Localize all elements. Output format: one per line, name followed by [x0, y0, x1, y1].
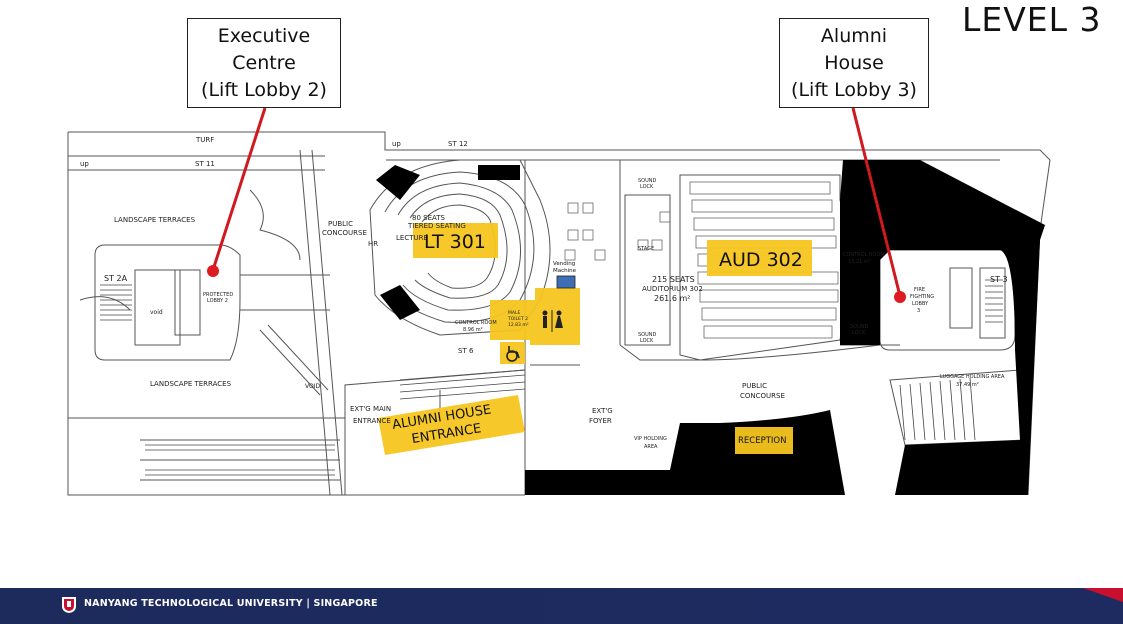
control-room-aud-1: CONTROL ROOM: [843, 252, 885, 258]
executive-centre-line3: (Lift Lobby 2): [201, 79, 327, 101]
executive-centre-leader: [211, 107, 267, 271]
up-label-1: up: [80, 160, 89, 168]
auditorium-seats-2: AUDITORIUM 302: [642, 285, 703, 293]
accessible-icon: [506, 346, 520, 362]
executive-centre-line2: Centre: [232, 52, 296, 74]
university-crest-icon: [62, 597, 76, 613]
st2a-label: ST 2A: [104, 274, 128, 283]
floor-plan-map: TURF ST 11 up up ST 12 LANDSCAPE TERRACE…: [67, 107, 1051, 496]
extg-foyer-1: EXT'G: [592, 407, 613, 415]
alumni-house-line1: Alumni: [820, 25, 888, 47]
toilet-text-1: MALE: [508, 310, 520, 316]
hr-label: HR: [368, 240, 378, 248]
auditorium-seats-3: 261.6 m²: [654, 294, 690, 303]
protected-lobby-line1: PROTECTED: [203, 292, 233, 298]
lt-seats-2: TIERED SEATING: [407, 222, 466, 230]
reception-label: RECEPTION: [738, 436, 786, 446]
footer-accent: [1083, 588, 1123, 602]
sound-lock-right-1: SOUND: [850, 324, 869, 330]
public-concourse-left-1: PUBLIC: [328, 220, 353, 228]
footer-university-name: NANYANG TECHNOLOGICAL UNIVERSITY | SINGA…: [84, 598, 378, 609]
fire-fighting-2: FIGHTING: [910, 294, 934, 300]
alumni-entrance-highlight[interactable]: [378, 395, 525, 455]
public-concourse-left-2: CONCOURSE: [322, 229, 367, 237]
auditorium-seats-1: 215 SEATS: [652, 275, 695, 284]
lt-seats-3: LECTURE: [396, 234, 428, 242]
toilet-text-3: 12.83 m²: [508, 322, 529, 328]
alumni-house-line2: House: [824, 52, 884, 74]
toilet-highlight[interactable]: [490, 288, 580, 345]
lt-seats-1: 80 SEATS: [412, 214, 446, 222]
lt301-highlight[interactable]: [413, 223, 498, 258]
protected-lobby-line2: LOBBY 2: [207, 298, 228, 304]
alumni-house-leader: [851, 107, 902, 297]
fire-fighting-3: LOBBY: [912, 301, 929, 307]
alumni-house-marker[interactable]: [894, 291, 906, 303]
alumni-house-line3: (Lift Lobby 3): [791, 79, 917, 101]
vip-holding-2: AREA: [644, 444, 658, 450]
vending-label-2: Machine: [553, 268, 577, 274]
fire-fighting-4: 3: [917, 308, 920, 314]
vip-holding-1: VIP HOLDING: [634, 436, 667, 442]
control-room-lt-1: CONTROL ROOM: [455, 320, 497, 326]
extg-main-entrance-1: EXT'G MAIN: [350, 405, 391, 413]
luggage-1: LUGGAGE HOLDING AREA: [940, 374, 1005, 380]
landscape-terraces-top: LANDSCAPE TERRACES: [114, 216, 196, 224]
footer-bar: [0, 588, 1123, 624]
alumni-house-callout: Alumni House (Lift Lobby 3): [779, 18, 929, 108]
aud302-label: AUD 302: [719, 249, 803, 271]
sound-lock-top-2: LOCK: [640, 184, 654, 190]
accessible-highlight[interactable]: [500, 342, 525, 364]
stair-hatching: [100, 279, 1003, 476]
lt301-label: LT 301: [424, 231, 486, 253]
executive-centre-line1: Executive: [217, 25, 311, 47]
void-label-1: void: [150, 309, 163, 316]
turf-label: TURF: [195, 136, 214, 144]
level-title: LEVEL 3: [962, 0, 1102, 39]
fire-fighting-1: FIRE: [914, 287, 925, 293]
foyer-furniture: [564, 202, 671, 261]
public-concourse-right-2: CONCOURSE: [740, 392, 785, 400]
toilet-icon: [542, 310, 563, 332]
extg-main-entrance-2: ENTRANCE: [353, 417, 391, 425]
auditorium-seating: [689, 181, 839, 339]
stage-label: STAGE: [638, 246, 654, 252]
st12-label: ST 12: [448, 140, 468, 148]
control-room-aud-2: 13.21 m²: [848, 259, 871, 265]
vending-label-1: Vending: [553, 261, 575, 267]
luggage-2: 37.49 m²: [956, 382, 979, 388]
control-room-lt-2: 8.96 m²: [463, 327, 483, 333]
sound-lock-bottom-2: LOCK: [640, 338, 654, 344]
extg-foyer-2: FOYER: [589, 417, 612, 425]
up-label-2: up: [392, 140, 401, 148]
public-concourse-right-1: PUBLIC: [742, 382, 767, 390]
toilet-text-2: TOILET 2: [507, 316, 528, 322]
reception-highlight[interactable]: [735, 427, 793, 454]
landscape-terraces-bottom: LANDSCAPE TERRACES: [150, 380, 232, 388]
sound-lock-bottom-1: SOUND: [638, 332, 657, 338]
aud302-highlight[interactable]: [707, 240, 812, 276]
sound-lock-top-1: SOUND: [638, 178, 657, 184]
st3-label: ST 3: [990, 275, 1008, 284]
vending-machine-marker[interactable]: [556, 275, 576, 289]
sound-lock-right-2: LOCK: [852, 330, 866, 336]
executive-centre-callout: Executive Centre (Lift Lobby 2): [187, 18, 341, 108]
void-label-2: VOID: [305, 383, 320, 390]
executive-centre-marker[interactable]: [207, 265, 219, 277]
st6-label: ST 6: [458, 347, 474, 355]
st11-label: ST 11: [195, 160, 215, 168]
